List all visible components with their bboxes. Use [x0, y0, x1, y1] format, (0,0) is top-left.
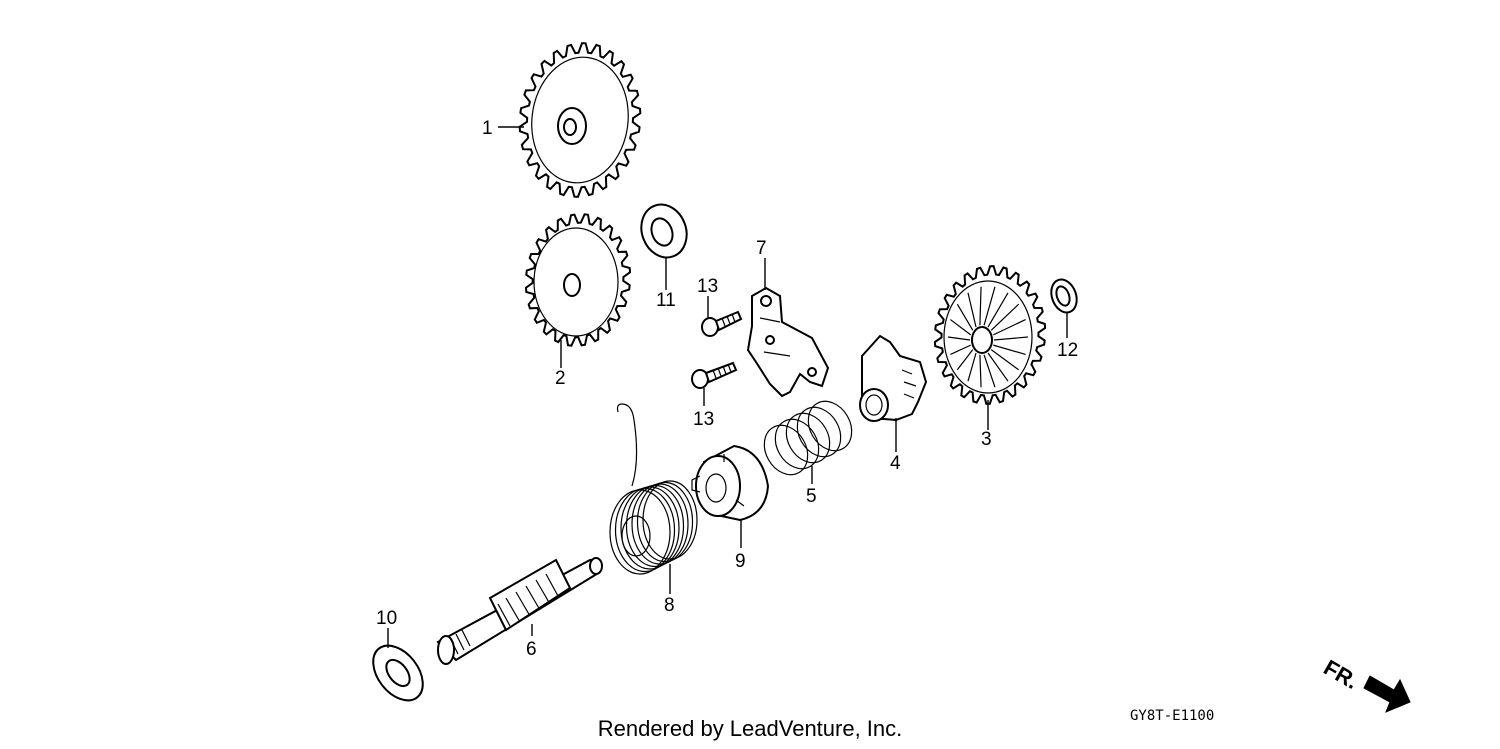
ratchet-part-4[interactable] — [859, 334, 928, 422]
callout-7: 7 — [756, 238, 767, 259]
callout-2: 2 — [555, 368, 566, 389]
callout-4: 4 — [890, 453, 901, 474]
callout-9: 9 — [735, 551, 746, 572]
diagram-code: GY8T-E1100 — [1130, 708, 1214, 724]
callout-13-lower: 13 — [693, 409, 714, 430]
spring-part-5[interactable] — [756, 393, 861, 482]
callout-6: 6 — [526, 639, 537, 660]
callout-12: 12 — [1057, 340, 1078, 361]
callout-13-upper: 13 — [697, 276, 718, 297]
bolt-part-13-lower[interactable] — [691, 361, 738, 389]
washer-part-10[interactable] — [363, 636, 433, 709]
callout-10: 10 — [376, 608, 397, 629]
footer-credit: Rendered by LeadVenture, Inc. — [597, 716, 903, 741]
washer-part-12[interactable] — [1047, 276, 1081, 316]
arrow-right-icon — [1363, 675, 1411, 713]
gear-part-3[interactable] — [933, 265, 1047, 405]
collar-part-9[interactable] — [691, 444, 770, 522]
callout-8: 8 — [664, 595, 675, 616]
fr-label: FR. — [1320, 655, 1363, 694]
gear-part-1[interactable] — [518, 42, 642, 198]
bolt-part-13-upper[interactable] — [701, 310, 743, 337]
front-direction-indicator: FR. — [1320, 655, 1411, 713]
callout-5: 5 — [806, 486, 817, 507]
shaft-part-6[interactable] — [436, 557, 603, 665]
callout-1: 1 — [482, 118, 493, 139]
coil-spring-part-8[interactable] — [609, 403, 698, 575]
callout-11: 11 — [656, 290, 676, 311]
plate-part-7[interactable] — [746, 286, 830, 398]
leader-lines — [387, 126, 1068, 648]
gear-part-2[interactable] — [524, 213, 632, 347]
callout-3: 3 — [981, 429, 992, 450]
washer-part-11[interactable] — [634, 198, 694, 264]
